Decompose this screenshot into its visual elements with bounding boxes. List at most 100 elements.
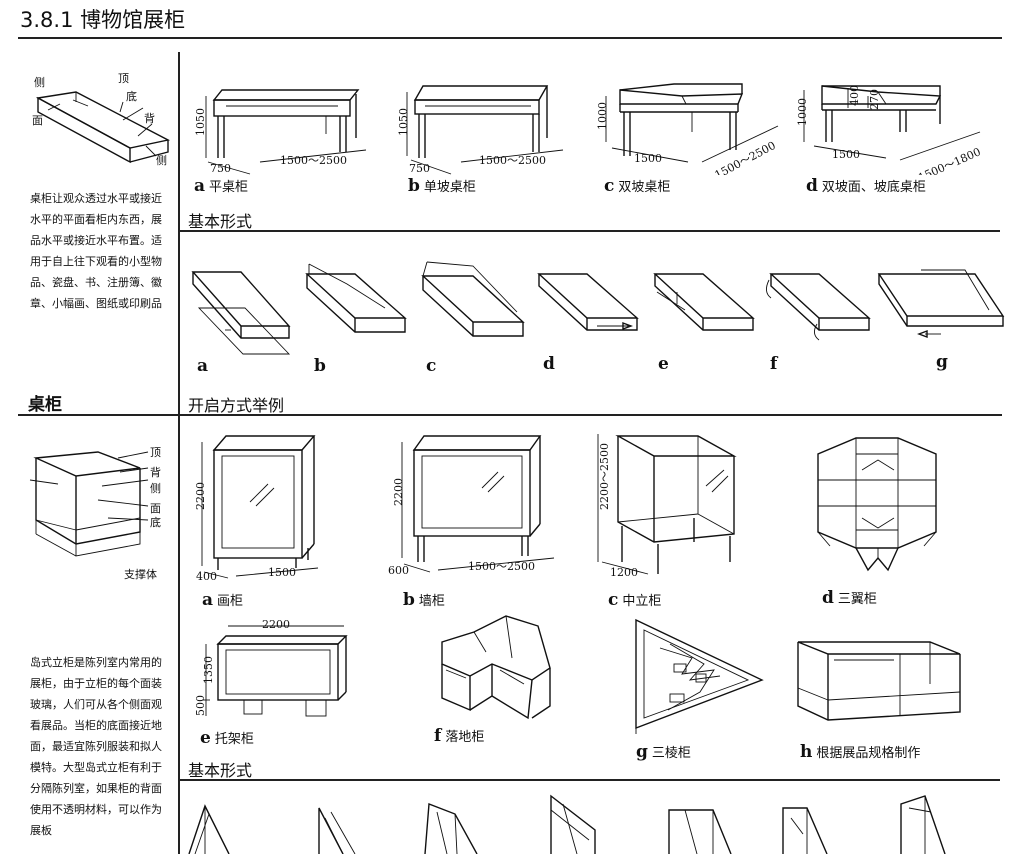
label-back: 背 <box>144 111 155 125</box>
dim-base: 500 <box>194 695 207 716</box>
opening-d-label: d <box>543 354 555 374</box>
opening-c-drawing <box>421 261 525 337</box>
letter: a <box>202 590 214 610</box>
dim-depth: 1500 <box>832 148 860 161</box>
desk-forms-title: 基本形式 <box>188 212 253 231</box>
dim-height: 1350 <box>202 656 215 684</box>
dim-depth: 400 <box>196 570 217 583</box>
partial-drawing-7 <box>900 795 946 854</box>
partial-drawing-5 <box>668 809 732 854</box>
opening-a-drawing <box>191 271 291 355</box>
letter: d <box>822 588 834 608</box>
opening-b-drawing <box>305 263 407 333</box>
name: 墙柜 <box>418 594 445 609</box>
letter: e <box>200 728 211 748</box>
page-title: 3.8.1 博物馆展柜 <box>20 8 186 32</box>
island-cabinet-key-diagram: 顶 背 侧 面 底 支撑体 <box>29 446 161 581</box>
dim-depth: 1200 <box>610 566 638 579</box>
desk-form-b-drawing: 1050 750 1500～2500 <box>397 85 564 175</box>
island-form-e-drawing: 2200 1350 500 <box>194 618 348 717</box>
desk-cabinet-description: 桌柜让观众透过水平或接近水平的平面看柜内东西，展品水平或接近水平布置。适用于自上… <box>30 192 162 310</box>
opening-c-label: c <box>426 356 437 376</box>
label-bottom: 底 <box>126 89 137 103</box>
partial-drawing-1 <box>188 804 230 854</box>
dim-height: 2200 <box>194 482 207 510</box>
label-side: 侧 <box>150 482 161 495</box>
label-top: 顶 <box>150 446 161 459</box>
dim-height: 1050 <box>194 108 207 136</box>
name: 双坡桌柜 <box>618 180 671 195</box>
opening-d-drawing <box>537 273 639 331</box>
island-forms-title: 基本形式 <box>188 761 253 780</box>
letter: h <box>800 742 813 762</box>
dim-length: 2200 <box>262 618 290 631</box>
name: 双坡面、坡底桌柜 <box>821 180 926 195</box>
partial-drawing-4 <box>550 794 596 854</box>
dim-height: 1000 <box>796 98 809 126</box>
partial-drawing-3 <box>424 803 478 854</box>
partial-drawing-2 <box>318 807 356 854</box>
island-cabinet-description: 岛式立柜是陈列室内常用的展柜，由于立柜的每个面装玻璃，人们可从各个侧面观看展品。… <box>30 656 162 837</box>
island-forms-rule <box>180 779 1000 781</box>
island-form-b-drawing: 2200 600 1500～2500 <box>388 435 555 577</box>
letter: d <box>806 176 818 196</box>
letter: f <box>434 726 442 746</box>
label-support: 支撑体 <box>124 567 157 581</box>
opening-a-label: a <box>197 356 209 376</box>
label-back: 背 <box>150 465 161 479</box>
dim-depth: 750 <box>210 162 231 175</box>
letter: b <box>403 590 415 610</box>
letter: b <box>408 176 420 196</box>
opening-g-drawing <box>877 269 1005 339</box>
name: 平桌柜 <box>209 180 249 195</box>
dim-length: 1500～2500 <box>468 560 535 573</box>
dim-length: 1500 <box>268 566 296 579</box>
dim-length: 1500～2500 <box>280 154 347 167</box>
name: 落地柜 <box>445 730 485 745</box>
name: 画柜 <box>217 594 244 609</box>
desk-cabinet-title: 桌柜 <box>28 395 62 415</box>
letter: c <box>608 590 619 610</box>
letter: a <box>194 176 206 196</box>
desk-forms-rule <box>180 230 1000 232</box>
dim-depth: 750 <box>409 162 430 175</box>
dim-height: 2200～2500 <box>598 443 611 510</box>
dim-slope-1: 400 <box>848 85 861 106</box>
dim-length: 1500～2500 <box>479 154 546 167</box>
name: 中立柜 <box>622 594 662 609</box>
island-form-c-drawing: 2200～2500 1200 <box>597 434 737 579</box>
section-rule <box>18 414 1002 416</box>
island-form-f-drawing <box>441 615 551 720</box>
name: 根据展品规格制作 <box>816 746 921 761</box>
desk-form-d-drawing: 1000 400 270 1500 1500～1800 <box>796 85 983 175</box>
dim-slope-2: 270 <box>868 89 881 110</box>
label-top: 顶 <box>118 72 129 85</box>
partial-drawing-6 <box>782 807 828 854</box>
bottom-partial-drawings <box>188 794 946 854</box>
opening-f-label: f <box>770 354 778 374</box>
name: 三棱柜 <box>651 746 691 761</box>
island-form-a-drawing: 2200 400 1500 <box>194 435 319 583</box>
opening-e-drawing <box>653 273 755 331</box>
letter: c <box>604 176 615 196</box>
dim-height: 1050 <box>397 108 410 136</box>
desk-form-a-drawing: 1050 750 1500～2500 <box>194 89 367 175</box>
dim-height: 2200 <box>392 478 405 506</box>
letter: g <box>636 742 648 762</box>
opening-methods-drawings <box>191 261 1005 355</box>
label-side: 侧 <box>34 76 45 89</box>
dim-height: 1000 <box>596 102 609 130</box>
dim-depth: 600 <box>388 564 409 577</box>
